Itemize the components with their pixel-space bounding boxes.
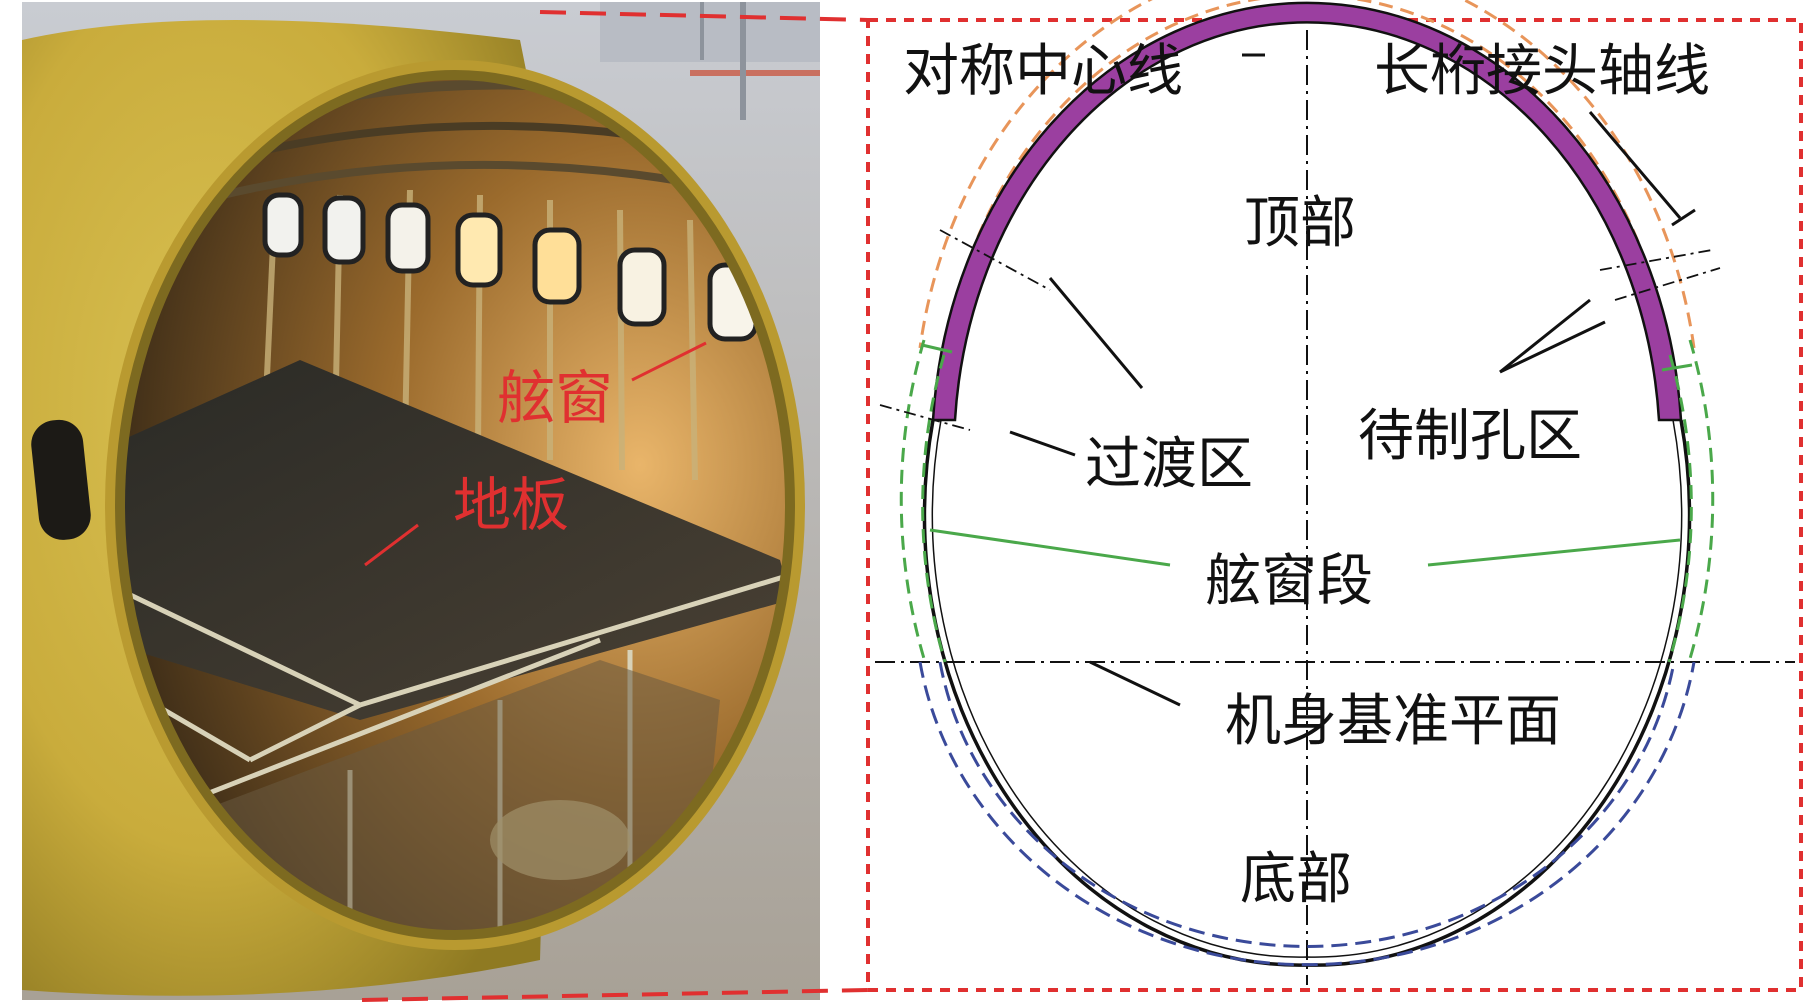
label-top: 顶部 (1244, 191, 1356, 256)
window-zone-dashed-arc (899, 339, 927, 663)
photo-labels: 舷窗 地板 (453, 364, 613, 539)
photo-label-floor: 地板 (453, 471, 569, 539)
zoom-frame (866, 18, 1803, 992)
label-stringer-joint-axis: 长桁接头轴线 (1374, 39, 1710, 104)
zoom-connectors (361, 10, 869, 1002)
label-hole-zone: 待制孔区 (1358, 404, 1582, 469)
photo-label-window: 舷窗 (497, 364, 613, 432)
label-bottom: 底部 (1240, 847, 1352, 912)
label-window-segment: 舷窗段 (1205, 549, 1373, 614)
label-transition-zone: 过渡区 (1085, 432, 1253, 497)
cabin-windows (262, 192, 759, 342)
label-datum-plane: 机身基准平面 (1225, 689, 1561, 754)
label-symmetry-line: 对称中心线 (903, 39, 1183, 104)
fuselage-section-diagram (866, 0, 1803, 992)
diagram-labels: 对称中心线 长桁接头轴线 顶部 过渡区 待制孔区 舷窗段 机身基准平面 底部 (903, 39, 1710, 912)
fuselage-photo (22, 2, 820, 1000)
bottom-zone-dashed-arc (918, 661, 1696, 967)
